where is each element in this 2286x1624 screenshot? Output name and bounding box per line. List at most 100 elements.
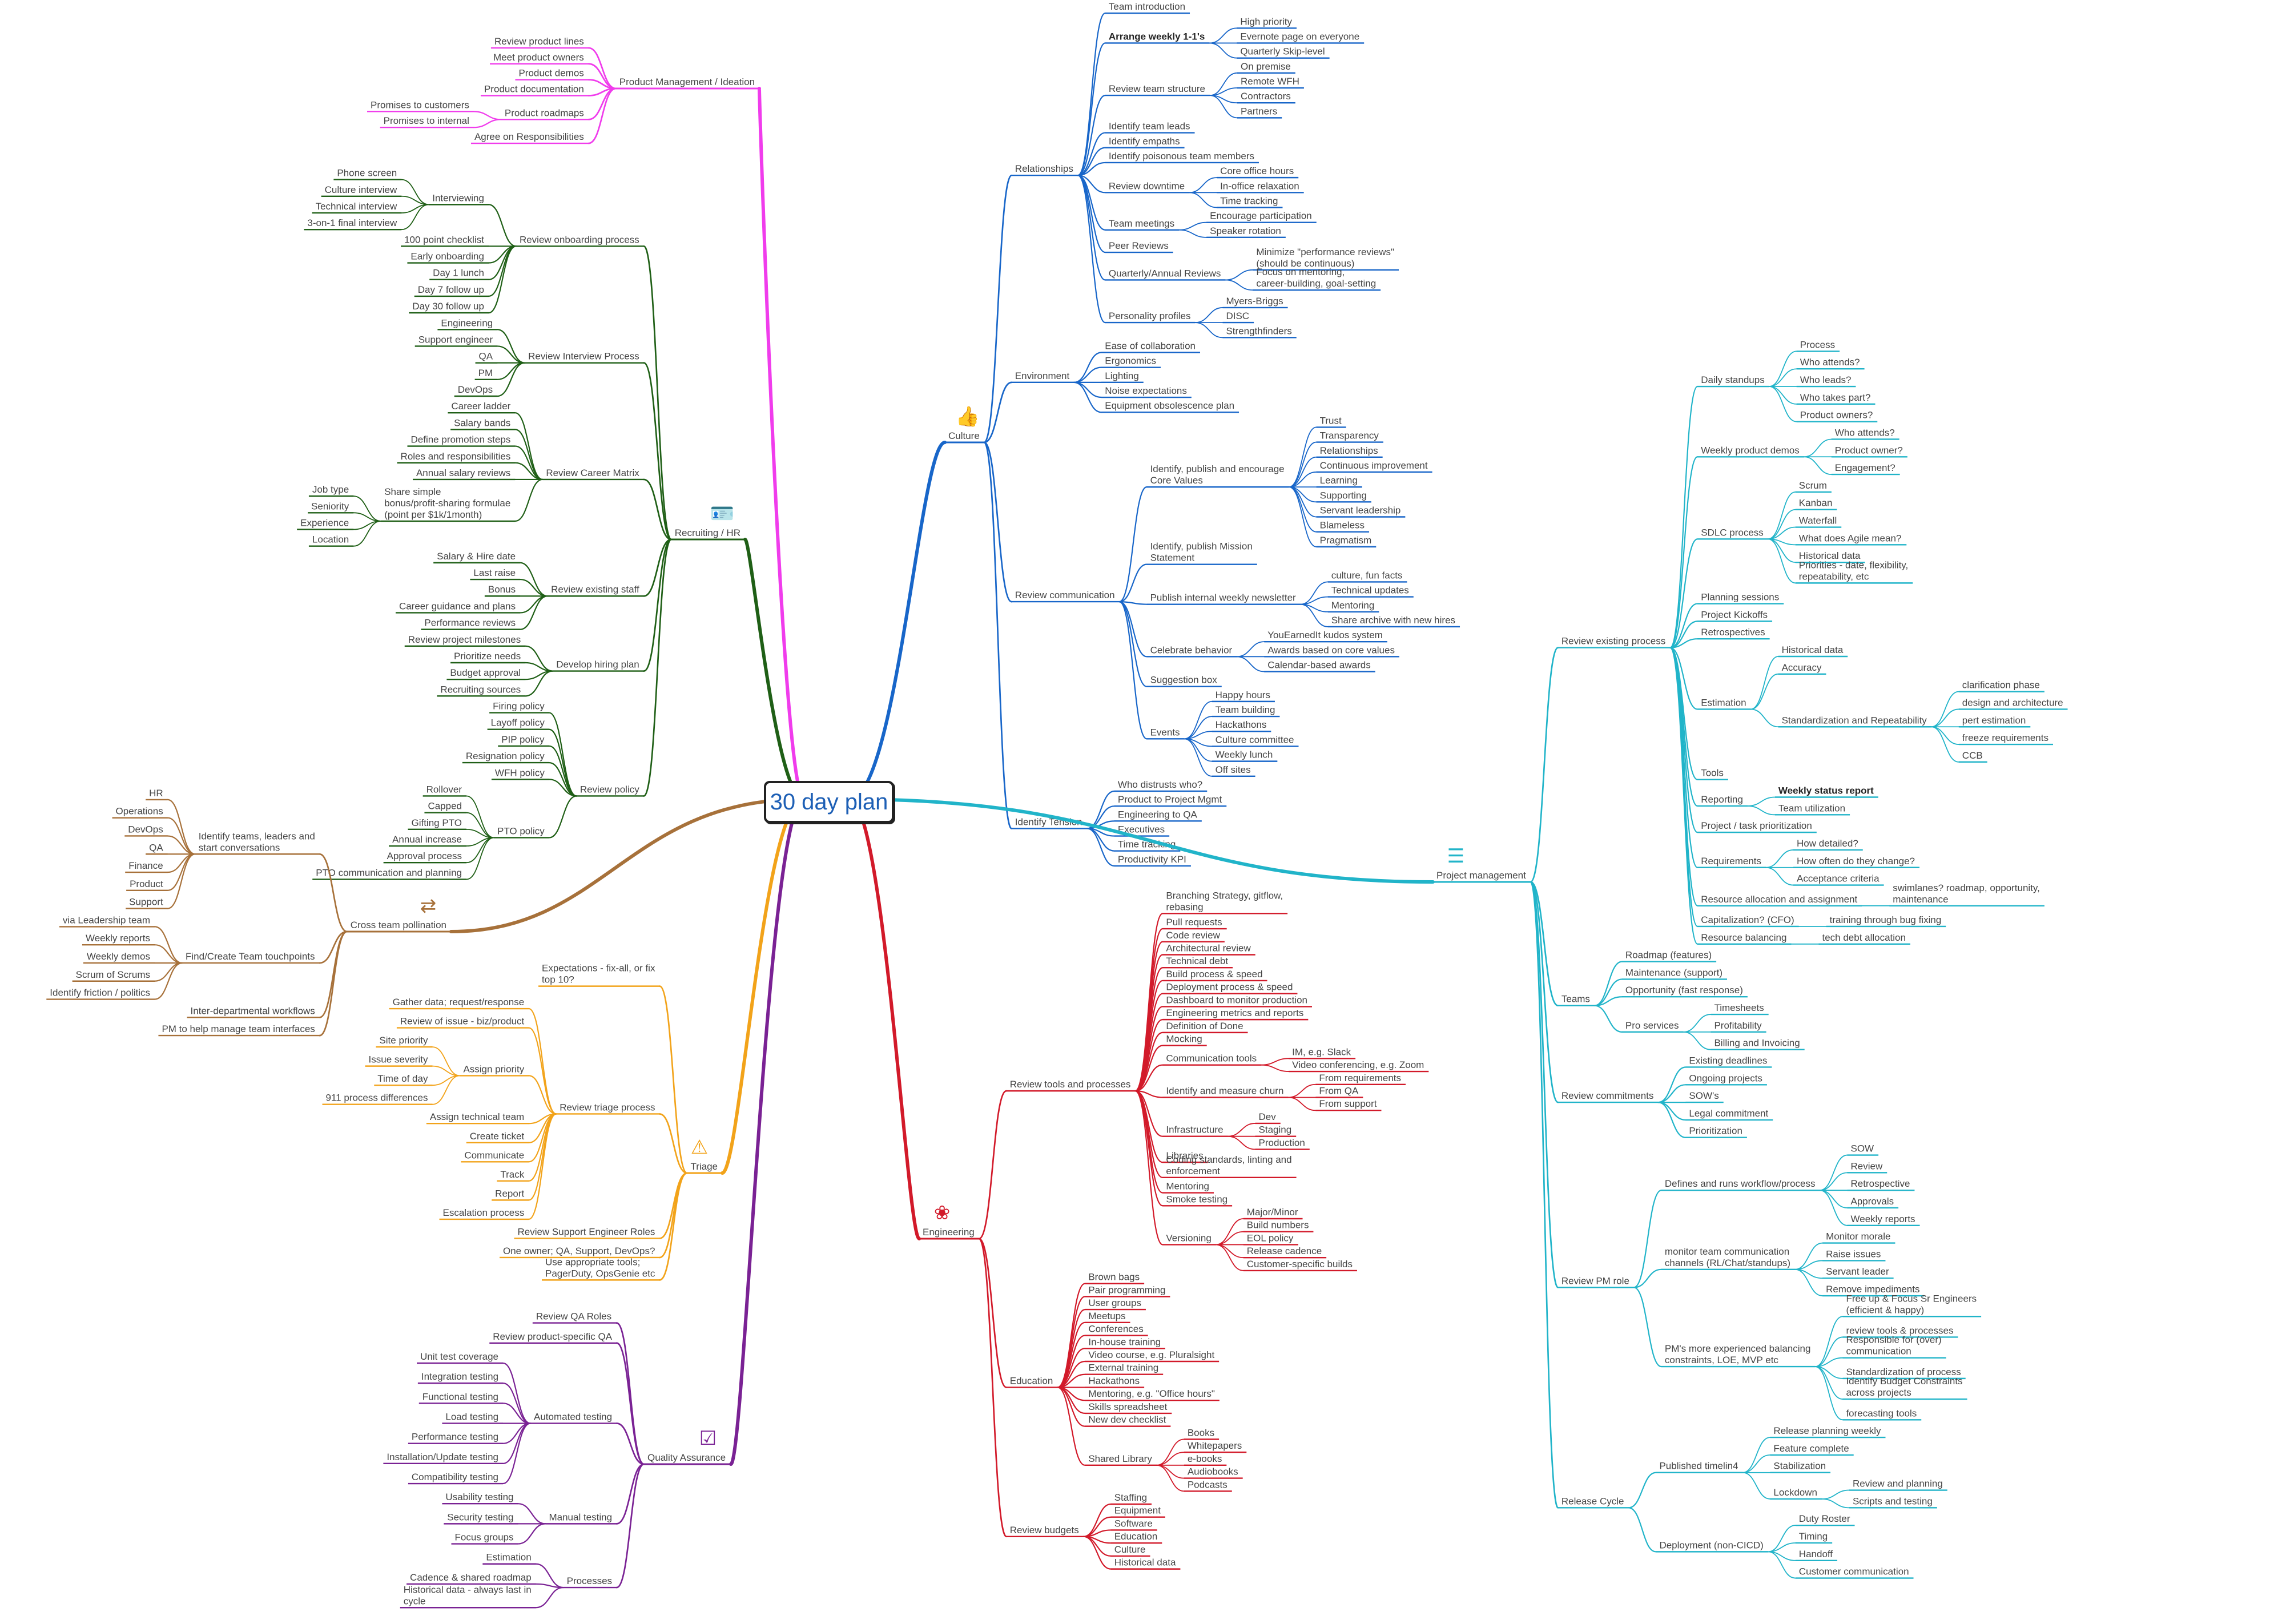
node-budget-approval[interactable]: Budget approval — [446, 667, 526, 680]
node-build-numbers[interactable]: Build numbers — [1243, 1220, 1314, 1232]
node-podcasts[interactable]: Podcasts — [1184, 1479, 1232, 1492]
node-pip-policy[interactable]: PIP policy — [498, 734, 549, 747]
node-911-process-differences[interactable]: 911 process differences — [322, 1093, 433, 1105]
node-production[interactable]: Production — [1255, 1137, 1310, 1150]
node-usability-testing[interactable]: Usability testing — [442, 1492, 518, 1505]
node-planning-sessions[interactable]: Planning sessions — [1697, 592, 1784, 605]
node-opportunity-fast-response[interactable]: Opportunity (fast response) — [1621, 985, 1748, 998]
node-devops[interactable]: DevOps — [124, 824, 168, 837]
node-team-building[interactable]: Team building — [1212, 704, 1280, 718]
node-who-distrusts-who[interactable]: Who distrusts who? — [1114, 779, 1208, 792]
node-feature-complete[interactable]: Feature complete — [1770, 1443, 1854, 1456]
node-operations[interactable]: Operations — [112, 806, 168, 819]
node-whitepapers[interactable]: Whitepapers — [1184, 1440, 1247, 1453]
node-team-utilization[interactable]: Team utilization — [1774, 803, 1850, 816]
node-retrospective[interactable]: Retrospective — [1847, 1178, 1915, 1191]
node-productivity-kpi[interactable]: Productivity KPI — [1114, 854, 1191, 867]
node-3-on-1-final-interview[interactable]: 3-on-1 final interview — [304, 217, 402, 231]
node-product-roadmaps[interactable]: Product roadmaps — [501, 107, 589, 120]
node-review-policy[interactable]: Review policy — [576, 784, 644, 797]
node-from-qa[interactable]: From QA — [1315, 1086, 1363, 1098]
node-estimation[interactable]: Estimation — [1697, 697, 1751, 710]
node-salary-bands[interactable]: Salary bands — [450, 417, 516, 430]
node-timesheets[interactable]: Timesheets — [1711, 1002, 1769, 1015]
node-team-meetings[interactable]: Team meetings — [1105, 218, 1180, 231]
node-culture[interactable]: Culture — [1110, 1544, 1150, 1557]
node-performance-reviews[interactable]: Performance reviews — [421, 618, 521, 630]
node-project-task-prioritization[interactable]: Project / task prioritization — [1697, 820, 1817, 833]
node-conferences[interactable]: Conferences — [1085, 1324, 1148, 1336]
node-support[interactable]: Support — [126, 897, 168, 909]
node-review-interview-process[interactable]: Review Interview Process — [525, 351, 644, 364]
node-engineering[interactable]: Engineering — [919, 1227, 979, 1240]
node-contractors[interactable]: Contractors — [1237, 91, 1295, 104]
node-brown-bags[interactable]: Brown bags — [1085, 1272, 1145, 1284]
node-compatibility-testing[interactable]: Compatibility testing — [408, 1472, 504, 1485]
node-rollover[interactable]: Rollover — [422, 784, 466, 797]
node-blameless[interactable]: Blameless — [1316, 520, 1370, 533]
node-roles-and-responsibilities[interactable]: Roles and responsibilities — [397, 451, 516, 464]
node-who-attends[interactable]: Who attends? — [1796, 357, 1865, 370]
center-node[interactable]: 30 day plan — [764, 781, 894, 823]
node-swimlanes-roadmap-opportunity-maintenanc[interactable]: swimlanes? roadmap, opportunity,maintena… — [1889, 882, 2044, 906]
node-mocking[interactable]: Mocking — [1162, 1034, 1207, 1046]
node-scripts-and-testing[interactable]: Scripts and testing — [1849, 1496, 1937, 1509]
node-youearnedit-kudos-system[interactable]: YouEarnedIt kudos system — [1264, 630, 1387, 643]
node-review-existing-staff[interactable]: Review existing staff — [548, 584, 644, 597]
node-define-promotion-steps[interactable]: Define promotion steps — [407, 434, 516, 447]
node-day-1-lunch[interactable]: Day 1 lunch — [429, 268, 489, 280]
node-servant-leader[interactable]: Servant leader — [1822, 1266, 1894, 1279]
node-ongoing-projects[interactable]: Ongoing projects — [1685, 1073, 1767, 1086]
node-identify-empaths[interactable]: Identify empaths — [1105, 136, 1185, 148]
node-equipment-obsolescence-plan[interactable]: Equipment obsolescence plan — [1101, 400, 1239, 413]
node-time-tracking[interactable]: Time tracking — [1114, 839, 1181, 852]
node-versioning[interactable]: Versioning — [1162, 1232, 1216, 1246]
node-historical-data[interactable]: Historical data — [1110, 1557, 1181, 1570]
node-executives[interactable]: Executives — [1114, 824, 1170, 837]
node-celebrate-behavior[interactable]: Celebrate behavior — [1146, 644, 1237, 658]
node-focus-groups[interactable]: Focus groups — [451, 1532, 518, 1545]
node-engineering-metrics-and-reports[interactable]: Engineering metrics and reports — [1162, 1008, 1309, 1021]
node-from-support[interactable]: From support — [1315, 1098, 1382, 1111]
node-infrastructure[interactable]: Infrastructure — [1162, 1125, 1228, 1137]
node-review-tools-processes[interactable]: review tools & processes — [1842, 1325, 1958, 1338]
node-im-e-g-slack[interactable]: IM, e.g. Slack — [1289, 1046, 1356, 1059]
node-published-timelin4[interactable]: Published timelin4 — [1656, 1461, 1743, 1473]
node-capitalization-cfo[interactable]: Capitalization? (CFO) — [1697, 914, 1799, 928]
node-product-owner[interactable]: Product owner? — [1831, 445, 1907, 458]
node-branching-strategy-gitflow-rebasing[interactable]: Branching Strategy, gitflow,rebasing — [1162, 890, 1288, 914]
node-remove-impediments[interactable]: Remove impediments — [1822, 1284, 1925, 1297]
node-finance[interactable]: Finance — [125, 860, 168, 873]
node-new-dev-checklist[interactable]: New dev checklist — [1085, 1415, 1171, 1427]
node-installation-update-testing[interactable]: Installation/Update testing — [383, 1452, 504, 1465]
node-product-management-ideation[interactable]: Product Management / Ideation — [615, 76, 759, 90]
node-approvals[interactable]: Approvals — [1847, 1196, 1899, 1209]
node-meet-product-owners[interactable]: Meet product owners — [490, 52, 589, 65]
node-standardization-of-process[interactable]: Standardization of process — [1842, 1367, 1966, 1380]
node-ease-of-collaboration[interactable]: Ease of collaboration — [1101, 340, 1201, 353]
node-time-of-day[interactable]: Time of day — [374, 1073, 433, 1086]
node-phone-screen[interactable]: Phone screen — [333, 168, 402, 180]
node-release-cadence[interactable]: Release cadence — [1243, 1246, 1327, 1259]
node-process[interactable]: Process — [1796, 339, 1840, 352]
node-who-leads[interactable]: Who leads? — [1796, 374, 1856, 388]
node-resource-allocation-and-assignment[interactable]: Resource allocation and assignment — [1697, 894, 1862, 906]
node-pm-to-help-manage-team-interfaces[interactable]: PM to help manage team interfaces — [158, 1023, 320, 1037]
node-automated-testing[interactable]: Automated testing — [530, 1411, 617, 1424]
node-servant-leadership[interactable]: Servant leadership — [1316, 505, 1406, 518]
node-gifting-pto[interactable]: Gifting PTO — [408, 817, 466, 831]
node-project-kickoffs[interactable]: Project Kickoffs — [1697, 609, 1773, 622]
node-scrum[interactable]: Scrum — [1795, 480, 1832, 493]
node-arrange-weekly-1-1-s[interactable]: Arrange weekly 1-1's — [1105, 31, 1210, 44]
node-code-review[interactable]: Code review — [1162, 930, 1225, 942]
node-encourage-participation[interactable]: Encourage participation — [1206, 211, 1317, 223]
node-kanban[interactable]: Kanban — [1795, 498, 1837, 510]
node-ergonomics[interactable]: Ergonomics — [1101, 356, 1161, 368]
node-who-takes-part[interactable]: Who takes part? — [1796, 392, 1876, 405]
node-technical-interview[interactable]: Technical interview — [312, 201, 402, 214]
node-disc[interactable]: DISC — [1222, 311, 1254, 324]
node-eol-policy[interactable]: EOL policy — [1243, 1232, 1298, 1246]
